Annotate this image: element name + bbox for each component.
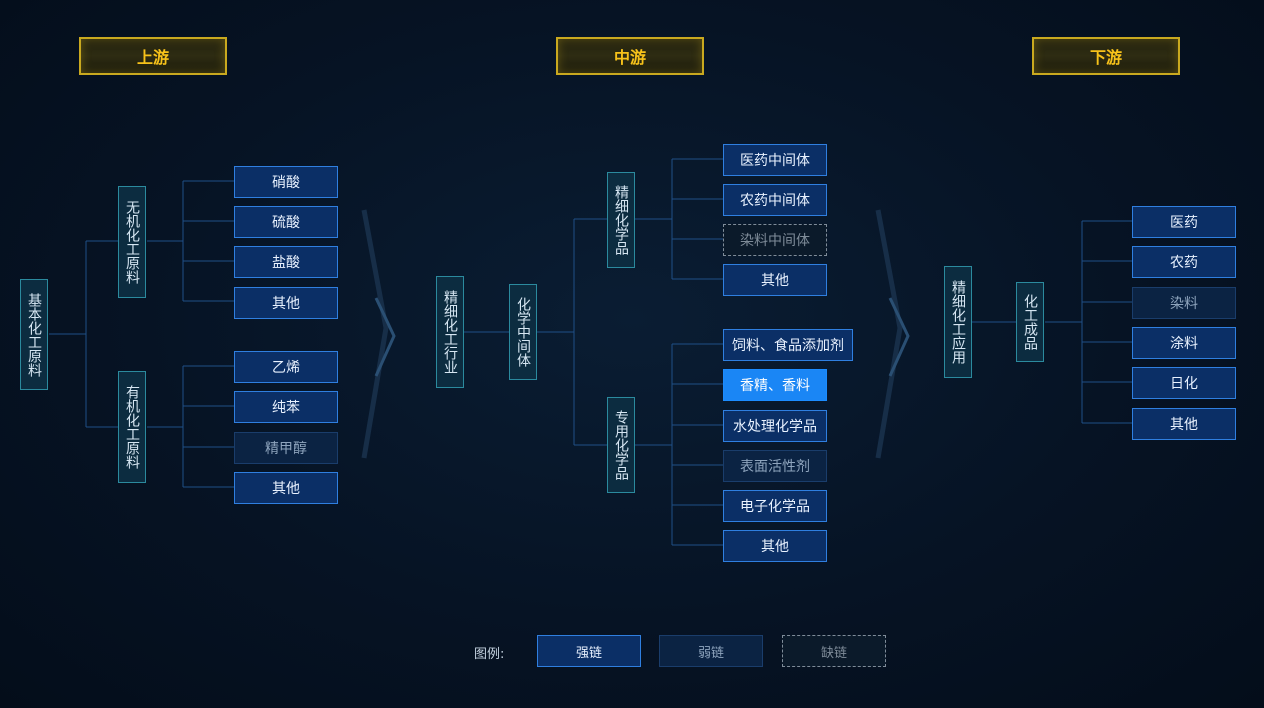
node-chemical-intermediates[interactable]: 化学中间体 [509,284,537,380]
node-water-treatment-chemicals[interactable]: 水处理化学品 [723,410,827,442]
node-hydrochloric-acid[interactable]: 盐酸 [234,246,338,278]
node-coatings[interactable]: 涂料 [1132,327,1236,359]
node-ethylene[interactable]: 乙烯 [234,351,338,383]
node-medicine[interactable]: 医药 [1132,206,1236,238]
node-special-other[interactable]: 其他 [723,530,827,562]
node-pesticide[interactable]: 农药 [1132,246,1236,278]
node-downstream-other[interactable]: 其他 [1132,408,1236,440]
chevron-separator-right-icon [875,209,910,459]
node-fine-chemicals[interactable]: 精细化学品 [607,172,635,268]
node-daily-chemicals[interactable]: 日化 [1132,367,1236,399]
node-flavors-fragrances[interactable]: 香精、香料 [723,369,827,401]
node-fine-other[interactable]: 其他 [723,264,827,296]
header-upstream: 上游 [79,37,227,75]
node-chemical-products[interactable]: 化工成品 [1016,282,1044,362]
node-nitric-acid[interactable]: 硝酸 [234,166,338,198]
node-inorganic-materials[interactable]: 无机化工原料 [118,186,146,298]
node-feed-food-additives[interactable]: 饲料、食品添加剂 [723,329,853,361]
chevron-separator-left-icon [361,209,396,459]
legend-label: 图例: [474,647,505,662]
node-pure-benzene[interactable]: 纯苯 [234,391,338,423]
node-fine-chemical-application[interactable]: 精细化工应用 [944,266,972,378]
node-electronic-chemicals[interactable]: 电子化学品 [723,490,827,522]
node-refined-methanol[interactable]: 精甲醇 [234,432,338,464]
node-sulfuric-acid[interactable]: 硫酸 [234,206,338,238]
legend-missing: 缺链 [782,635,886,667]
node-special-chemicals[interactable]: 专用化学品 [607,397,635,493]
legend-weak: 弱链 [659,635,763,667]
node-pharma-intermediates[interactable]: 医药中间体 [723,144,827,176]
node-basic-chemical-materials[interactable]: 基本化工原料 [20,279,48,390]
node-dye[interactable]: 染料 [1132,287,1236,319]
header-downstream: 下游 [1032,37,1180,75]
node-dye-intermediates[interactable]: 染料中间体 [723,224,827,256]
header-midstream: 中游 [556,37,704,75]
node-pesticide-intermediates[interactable]: 农药中间体 [723,184,827,216]
node-fine-chemical-industry[interactable]: 精细化工行业 [436,276,464,388]
node-surfactants[interactable]: 表面活性剂 [723,450,827,482]
node-inorganic-other[interactable]: 其他 [234,287,338,319]
legend-strong: 强链 [537,635,641,667]
node-organic-other[interactable]: 其他 [234,472,338,504]
node-organic-materials[interactable]: 有机化工原料 [118,371,146,483]
